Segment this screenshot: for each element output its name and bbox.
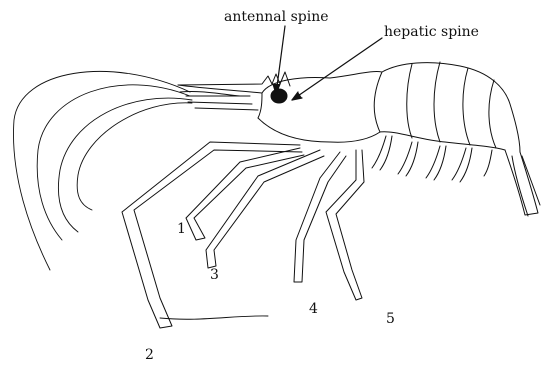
leg-4-label: 4 — [309, 302, 318, 316]
antennal-spine-label: antennal spine — [224, 10, 329, 24]
antennae — [13, 71, 268, 319]
leg-3-label: 3 — [210, 268, 219, 282]
label-pointers — [273, 26, 382, 100]
body-outline — [258, 62, 540, 216]
hepatic-spine-label: hepatic spine — [384, 25, 479, 39]
pleopods — [372, 136, 492, 182]
leg-2-label: 2 — [145, 348, 154, 362]
hepatic-spine-pointer — [292, 38, 382, 100]
walking-legs — [122, 142, 364, 328]
leg-1-label: 1 — [177, 222, 186, 236]
leg-5-label: 5 — [386, 312, 395, 326]
